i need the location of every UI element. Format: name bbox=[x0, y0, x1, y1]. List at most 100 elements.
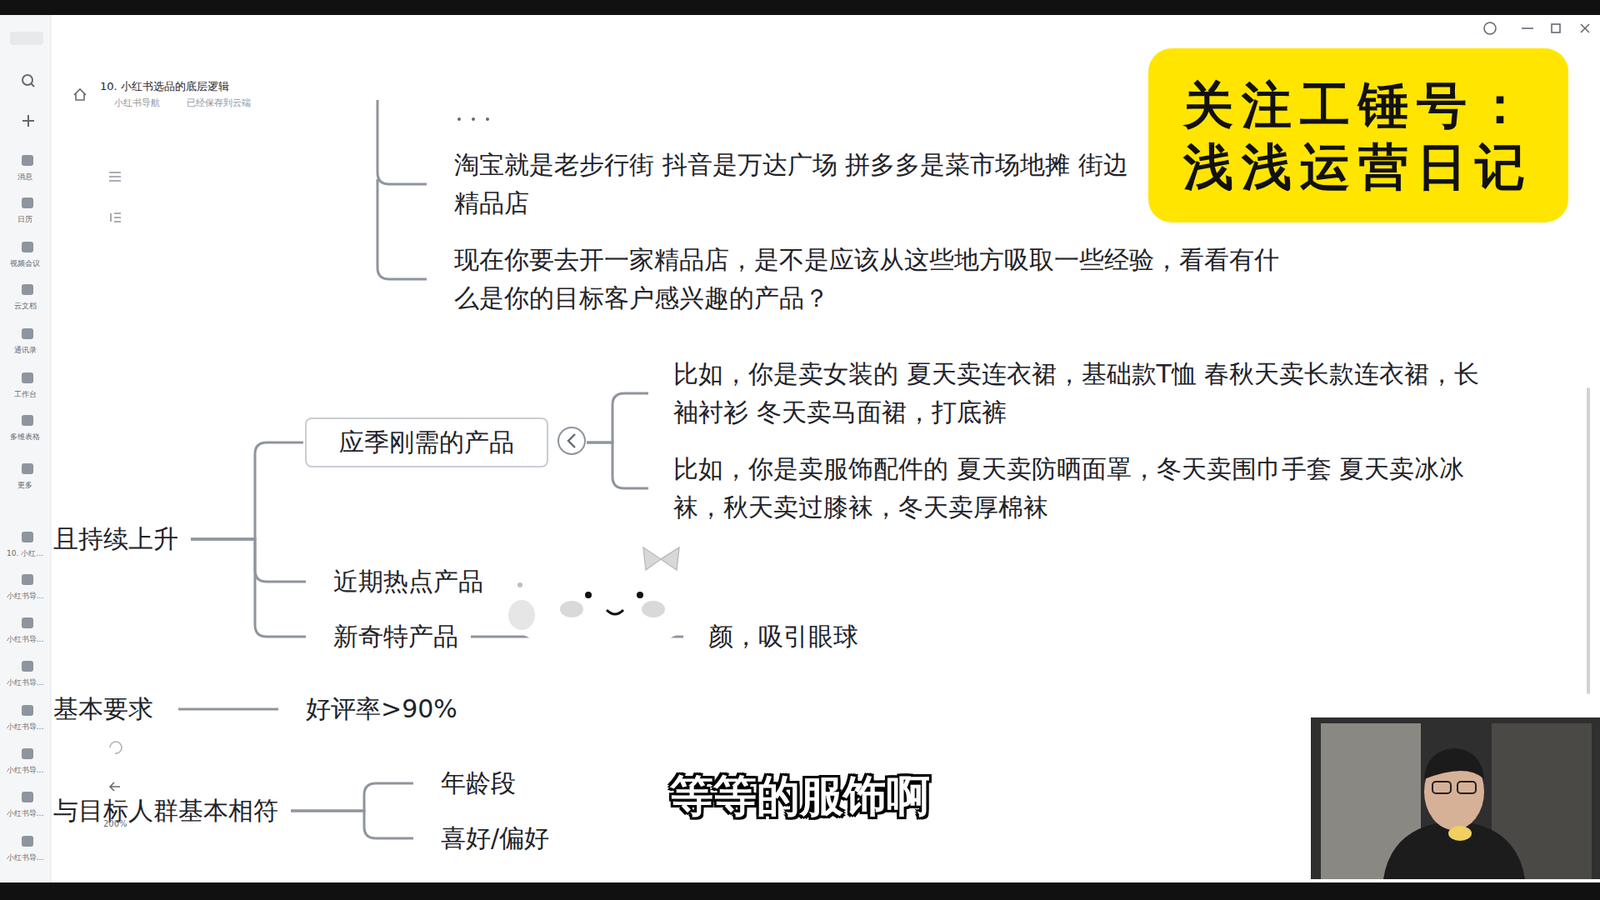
branch-connector bbox=[178, 708, 279, 711]
sidebar-icon bbox=[21, 197, 34, 209]
sidebar bbox=[0, 15, 51, 883]
banner-text: 浅浅运营日记 bbox=[1148, 136, 1569, 197]
list-icon bbox=[110, 213, 121, 222]
branch-connector bbox=[586, 442, 649, 489]
node-text: 基本要求 bbox=[53, 690, 154, 729]
minimize-icon bbox=[1521, 27, 1534, 30]
screen-top-bar bbox=[0, 0, 1600, 15]
note-text: 颜，吸引眼球 bbox=[708, 617, 859, 656]
sidebar-label: 小红书导... bbox=[0, 590, 50, 602]
sidebar-label: 日历 bbox=[0, 214, 50, 225]
node-text: 淘宝就是老步行街 抖音是万达广场 拼多多是菜市场地摊 街边精品店 bbox=[454, 145, 1138, 223]
sidebar-icon bbox=[21, 748, 34, 760]
sidebar-icon bbox=[21, 463, 34, 475]
node-text: 喜好/偏好 bbox=[440, 819, 550, 858]
history-icon bbox=[1484, 22, 1496, 35]
sidebar-label: 通讯录 bbox=[0, 345, 50, 356]
sidebar-icon bbox=[21, 415, 34, 426]
topic-text: 喜好/偏好 bbox=[440, 819, 550, 858]
node-text: 现在你要去开一家精品店，是不是应该从这些地方吸取一些经验，看看有什么是你的目标客… bbox=[454, 240, 1288, 318]
branch-connector bbox=[586, 393, 649, 443]
sidebar-label: 小红书导... bbox=[0, 634, 50, 645]
home-icon bbox=[74, 89, 86, 100]
topic-text: 好评率>90% bbox=[305, 690, 458, 729]
collapse-chevron bbox=[568, 434, 575, 448]
maximize-icon bbox=[1551, 24, 1560, 33]
cloud-dot bbox=[517, 582, 523, 588]
sidebar-icon bbox=[21, 660, 34, 672]
back-icon bbox=[110, 782, 120, 791]
sidebar-icon bbox=[21, 284, 34, 295]
breadcrumb: 小红书导航 bbox=[114, 96, 160, 110]
node-text: 与目标人群基本相符 bbox=[53, 791, 279, 830]
cloud-cheek bbox=[560, 600, 584, 618]
topic-text: 基本要求 bbox=[53, 690, 154, 729]
sidebar-label: 云文档 bbox=[0, 300, 50, 312]
branch-connector bbox=[290, 783, 414, 811]
webcam-overlay bbox=[1310, 717, 1600, 880]
sidebar-label: 小红书导... bbox=[0, 677, 50, 689]
sidebar-icon bbox=[21, 705, 34, 716]
promo-banner bbox=[1148, 48, 1569, 223]
node-text: 新奇特产品 bbox=[333, 617, 459, 656]
note-text: 比如，你是卖女装的 夏天卖连衣裙，基础款T恤 春秋天卖长款连衣裙，长袖衬衫 冬天… bbox=[673, 355, 1499, 432]
branch-connector bbox=[290, 810, 414, 839]
person-glasses bbox=[1457, 781, 1476, 794]
cloud-cheek bbox=[641, 600, 665, 618]
person-hand bbox=[1448, 825, 1472, 841]
sidebar-icon bbox=[21, 155, 34, 166]
sidebar-label: 多维表格 bbox=[0, 431, 50, 443]
ellipsis-dot bbox=[471, 117, 475, 121]
plus-icon bbox=[22, 115, 35, 127]
cloud-eye bbox=[636, 591, 644, 599]
ellipsis-dot bbox=[485, 117, 490, 121]
node-text: 年龄段 bbox=[440, 764, 516, 803]
topic-box: 应季刚需的产品 bbox=[305, 417, 549, 468]
sidebar-icon bbox=[21, 617, 34, 629]
sidebar-border bbox=[50, 15, 52, 883]
cloud-mouth bbox=[606, 610, 624, 615]
search-icon bbox=[30, 83, 35, 87]
topic-text: 近期热点产品 bbox=[333, 562, 484, 601]
sidebar-icon bbox=[21, 531, 34, 543]
zoom-level: 200% bbox=[103, 819, 128, 829]
screen-bottom-bar bbox=[0, 882, 1600, 900]
person-glasses bbox=[1432, 781, 1451, 794]
topic-text: 新奇特产品 bbox=[333, 617, 459, 656]
ellipsis-dot bbox=[457, 117, 461, 121]
note-text: 现在你要去开一家精品店，是不是应该从这些地方吸取一些经验，看看有什么是你的目标客… bbox=[454, 240, 1288, 318]
cloud-sticker bbox=[508, 538, 692, 653]
sidebar-label: 工作台 bbox=[0, 389, 50, 400]
video-subtitle: 等等的服饰啊 bbox=[550, 769, 1050, 823]
sidebar-label: 小红书导... bbox=[0, 808, 50, 820]
node-text: 比如，你是卖女装的 夏天卖连衣裙，基础款T恤 春秋天卖长款连衣裙，长袖衬衫 冬天… bbox=[673, 355, 1499, 432]
node-text: 应季刚需的产品 bbox=[325, 423, 529, 462]
bracket-line bbox=[377, 100, 427, 280]
node-text: 且持续上升 bbox=[53, 520, 179, 559]
node-text: 颜，吸引眼球 bbox=[708, 617, 859, 656]
note-text: 比如，你是卖服饰配件的 夏天卖防晒面罩，冬天卖围巾手套 夏天卖冰冰袜，秋天卖过膝… bbox=[673, 450, 1507, 527]
sidebar-icon bbox=[21, 372, 34, 384]
cloud-eye bbox=[585, 591, 592, 599]
cloud-body bbox=[566, 538, 667, 612]
topic-text: 且持续上升 bbox=[53, 520, 179, 559]
sidebar-icon bbox=[21, 241, 34, 253]
outline-icon bbox=[109, 172, 121, 181]
cloud-bow bbox=[643, 547, 680, 570]
branch-connector bbox=[190, 442, 304, 540]
sidebar-icon bbox=[21, 835, 34, 847]
branch-connector bbox=[190, 539, 306, 582]
document-title: 10. 小红书选品的底层逻辑 bbox=[100, 79, 230, 95]
node-text: 好评率>90% bbox=[305, 690, 458, 729]
collapse-button bbox=[558, 427, 585, 455]
close-icon bbox=[1580, 24, 1590, 33]
sidebar-label: 10. 小红... bbox=[0, 548, 50, 560]
scrollbar bbox=[1586, 387, 1590, 695]
sidebar-label: 小红书导... bbox=[0, 721, 50, 733]
note-text: 淘宝就是老步行街 抖音是万达广场 拼多多是菜市场地摊 街边精品店 bbox=[454, 145, 1138, 223]
banner-text: 关注工锤号： bbox=[1148, 75, 1569, 135]
